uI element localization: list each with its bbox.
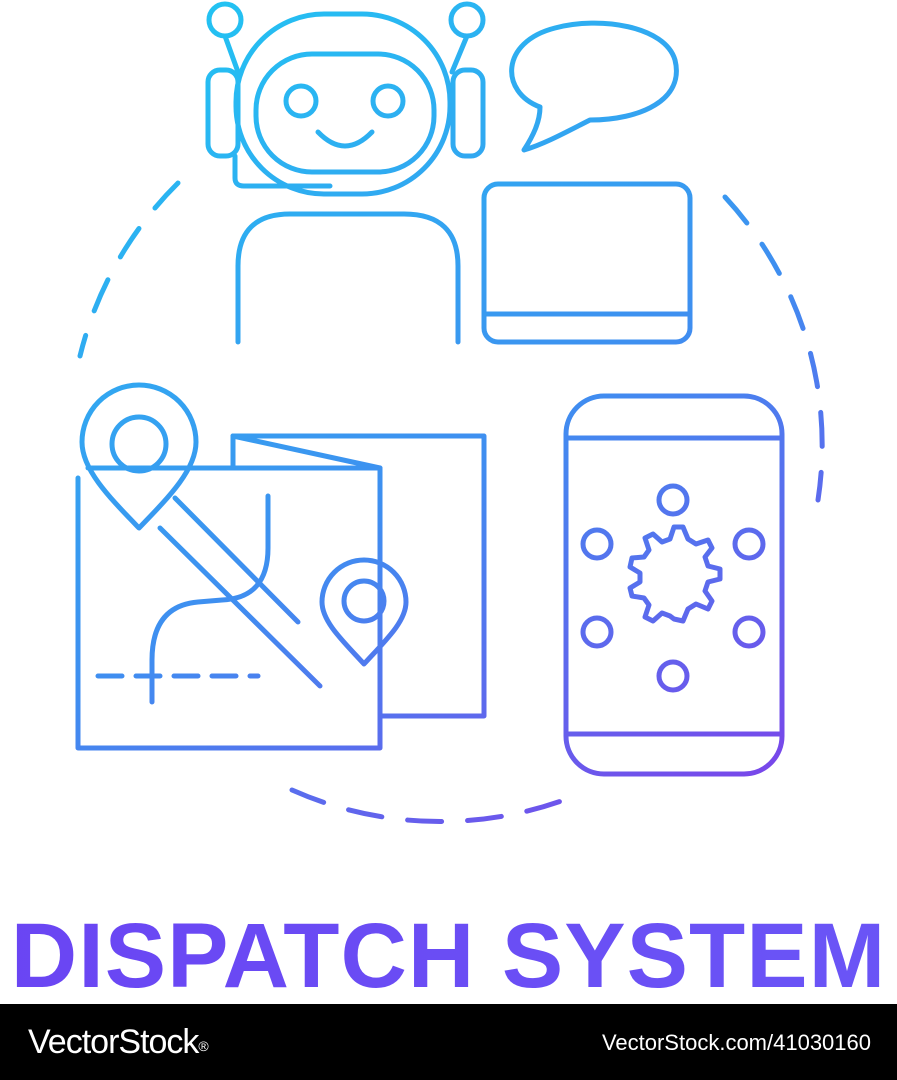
- robot-operator-icon: [205, 1, 486, 345]
- speech-bubble-icon: [509, 20, 679, 153]
- stock-id: VectorStock.com/41030160: [601, 1030, 871, 1055]
- dashed-circle: [77, 180, 825, 825]
- location-pin-icon: [79, 382, 199, 531]
- registered-mark: ®: [198, 1038, 208, 1054]
- brand-name: VectorStock: [28, 1023, 199, 1061]
- watermark-footer: VectorStock® VectorStock.com/41030160: [0, 1004, 897, 1080]
- laptop-icon: [481, 181, 693, 345]
- map-icon: [75, 433, 487, 751]
- page-title: DISPATCH SYSTEM: [0, 908, 897, 1004]
- dispatch-illustration: [75, 1, 825, 825]
- smartphone-icon: [563, 393, 785, 777]
- brand-logo: VectorStock®: [28, 1020, 209, 1064]
- location-pin-icon: [319, 557, 409, 667]
- gear-network-icon: [580, 483, 766, 693]
